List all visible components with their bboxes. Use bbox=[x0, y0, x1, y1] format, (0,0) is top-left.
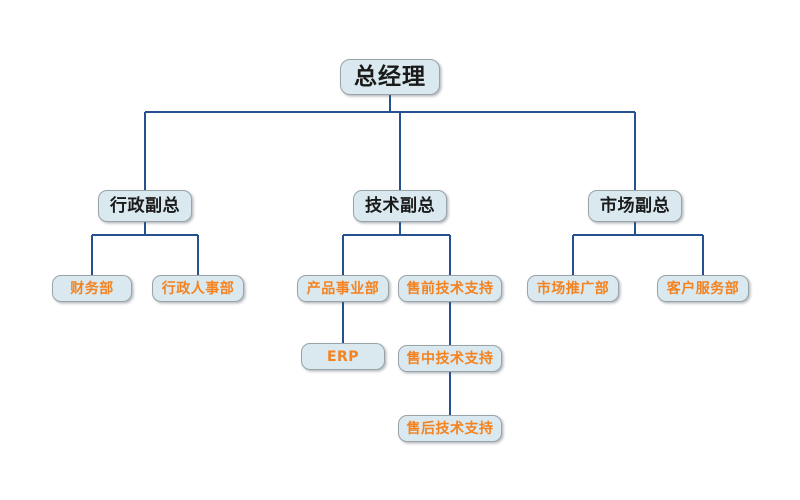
node-presales-technical-support[interactable]: 售前技术支持 bbox=[398, 275, 502, 302]
node-customer-service-department[interactable]: 客户服务部 bbox=[657, 275, 749, 302]
node-vp-administration[interactable]: 行政副总 bbox=[98, 190, 192, 222]
node-administration-hr-department[interactable]: 行政人事部 bbox=[152, 275, 244, 302]
node-vp-marketing[interactable]: 市场副总 bbox=[588, 190, 682, 222]
node-general-manager[interactable]: 总经理 bbox=[340, 59, 440, 95]
node-label: 财务部 bbox=[70, 280, 114, 297]
node-label: ERP bbox=[326, 348, 360, 365]
node-finance-department[interactable]: 财务部 bbox=[52, 275, 132, 302]
node-vp-technology[interactable]: 技术副总 bbox=[353, 190, 447, 222]
node-label: 产品事业部 bbox=[306, 280, 380, 297]
node-label: 技术副总 bbox=[365, 195, 435, 216]
node-label: 行政副总 bbox=[110, 195, 180, 216]
node-marketing-promotion-department[interactable]: 市场推广部 bbox=[527, 275, 619, 302]
node-erp[interactable]: ERP bbox=[301, 343, 385, 370]
node-label: 市场推广部 bbox=[536, 280, 610, 297]
node-label: 客户服务部 bbox=[666, 280, 740, 297]
node-label: 售前技术支持 bbox=[406, 280, 494, 297]
node-label: 总经理 bbox=[354, 63, 426, 90]
node-label: 行政人事部 bbox=[161, 280, 235, 297]
node-label: 售中技术支持 bbox=[406, 350, 494, 367]
node-insales-technical-support[interactable]: 售中技术支持 bbox=[398, 345, 502, 372]
node-product-division[interactable]: 产品事业部 bbox=[297, 275, 389, 302]
node-label: 售后技术支持 bbox=[406, 420, 494, 437]
node-label: 市场副总 bbox=[600, 195, 670, 216]
node-aftersales-technical-support[interactable]: 售后技术支持 bbox=[398, 415, 502, 442]
